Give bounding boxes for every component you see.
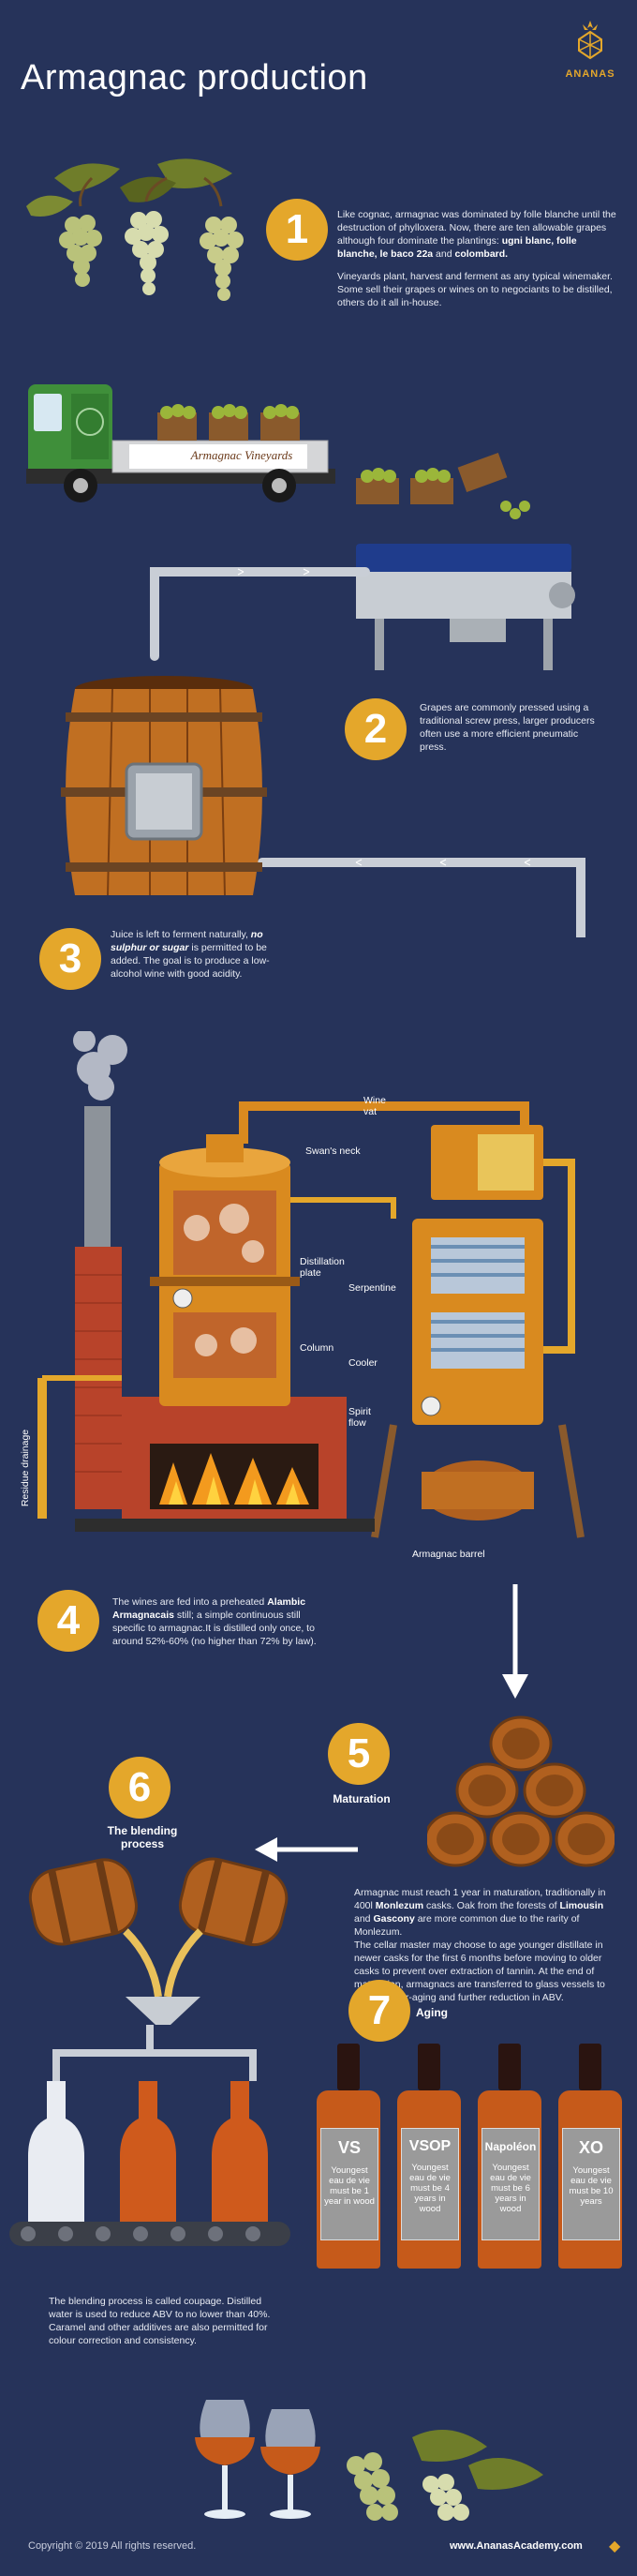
pineapple-icon xyxy=(578,21,602,60)
press-illustration xyxy=(356,452,575,670)
bottle-label: VSOP Youngest eau de vie must be 4 years… xyxy=(401,2128,459,2240)
aging-bottles: VS Youngest eau de vie must be 1 year in… xyxy=(311,2044,630,2269)
bottle-vsop: VSOP Youngest eau de vie must be 4 years… xyxy=(392,2044,467,2269)
fermentation-barrel xyxy=(61,676,267,896)
bottle-label: Napoléon Youngest eau de vie must be 6 y… xyxy=(481,2128,540,2240)
step-2-text: Grapes are commonly pressed using a trad… xyxy=(420,702,595,753)
step-7-caption: Aging xyxy=(416,2006,448,2019)
footer-logo-icon: ◆ xyxy=(609,2539,621,2554)
grapes-illustration xyxy=(26,158,244,301)
logo-text: ANANAS xyxy=(565,68,615,80)
bottle-vs: VS Youngest eau de vie must be 1 year in… xyxy=(311,2044,386,2269)
bottle-desc: Youngest eau de vie must be 6 years in w… xyxy=(490,2163,531,2214)
step-1-text: Like cognac, armagnac was dominated by f… xyxy=(337,209,616,308)
step-5-badge: 5 xyxy=(328,1723,390,1785)
bottle-napoleon: Napoléon Youngest eau de vie must be 6 y… xyxy=(472,2044,547,2269)
bottle-desc: Youngest eau de vie must be 1 year in wo… xyxy=(324,2165,375,2207)
footer-copyright: Copyright © 2019 All rights reserved. xyxy=(28,2540,197,2552)
arrow-left-icon xyxy=(255,1837,358,1862)
bottle-label: XO Youngest eau de vie must be 10 years xyxy=(562,2128,620,2240)
label-swans-neck: Swan's neck xyxy=(305,1146,361,1157)
label-residue-drainage: Residue drainage xyxy=(20,1429,32,1507)
step-6-caption: The blending process xyxy=(107,1824,178,1850)
bottle-grade: VSOP xyxy=(408,2138,452,2154)
footer-website[interactable]: www.AnanasAcademy.com xyxy=(450,2540,583,2552)
bottle-grade: Napoléon xyxy=(484,2140,537,2153)
bottle-label: VS Youngest eau de vie must be 1 year in… xyxy=(320,2128,378,2240)
step-3-text: Juice is left to ferment naturally, no s… xyxy=(111,929,270,980)
pipe-network xyxy=(150,567,585,937)
step-7-badge: 7 xyxy=(348,1980,410,2042)
bottle-neck xyxy=(337,2044,360,2090)
label-distillation-plate: Distillation plate xyxy=(300,1256,345,1279)
label-wine-vat: Wine vat xyxy=(363,1095,386,1117)
arrow-down-icon xyxy=(502,1584,528,1699)
step-1-badge: 1 xyxy=(266,199,328,261)
bottle-neck xyxy=(418,2044,440,2090)
blending-illustration xyxy=(28,1857,289,2025)
bottle-desc: Youngest eau de vie must be 10 years xyxy=(569,2165,614,2207)
step-3-badge: 3 xyxy=(39,928,101,990)
step-5-caption: Maturation xyxy=(333,1792,391,1805)
page-title: Armagnac production xyxy=(21,58,368,97)
label-spirit-flow: Spirit flow xyxy=(348,1406,371,1429)
bottling-line xyxy=(9,2025,290,2246)
step-4-text: The wines are fed into a preheated Alamb… xyxy=(112,1596,317,1647)
step-6-badge: 6 xyxy=(109,1757,170,1819)
step-2-badge: 2 xyxy=(345,698,407,760)
label-armagnac-barrel: Armagnac barrel xyxy=(412,1549,485,1560)
label-column: Column xyxy=(300,1342,334,1354)
label-serpentine: Serpentine xyxy=(348,1282,396,1294)
bottle-neck xyxy=(579,2044,601,2090)
label-cooler: Cooler xyxy=(348,1357,378,1369)
step-4-badge: 4 xyxy=(37,1590,99,1652)
bottle-grade: XO xyxy=(578,2138,603,2157)
barrel-pyramid xyxy=(427,1715,615,1867)
alambic-still xyxy=(37,1031,585,1538)
bottle-neck xyxy=(498,2044,521,2090)
step-5-text: Armagnac must reach 1 year in maturation… xyxy=(354,1887,606,2003)
bottle-desc: Youngest eau de vie must be 4 years in w… xyxy=(409,2163,451,2214)
ananas-logo: ANANAS xyxy=(562,19,618,80)
step-6-text: The blending process is called coupage. … xyxy=(49,2296,271,2346)
truck-illustration xyxy=(26,384,335,502)
bottle-xo: XO Youngest eau de vie must be 10 years xyxy=(553,2044,628,2269)
bottle-grade: VS xyxy=(337,2138,361,2157)
truck-sign: Armagnac Vineyards xyxy=(190,448,293,462)
glasses-grapes-illustration xyxy=(195,2400,543,2521)
